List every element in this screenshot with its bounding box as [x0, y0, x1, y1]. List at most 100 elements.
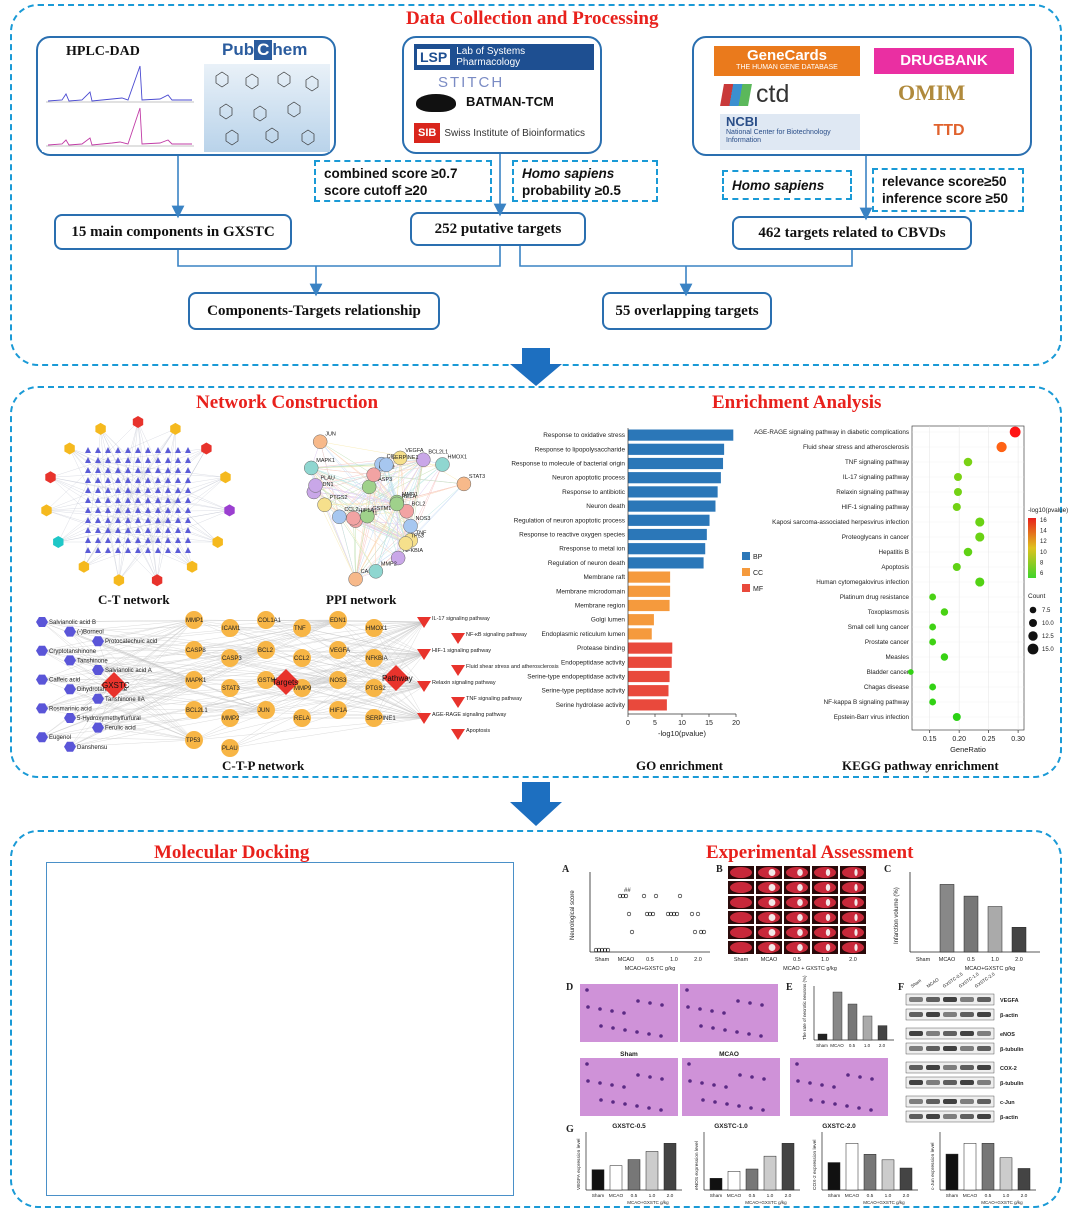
ppi-edge: [368, 486, 406, 544]
wb-band: [943, 1099, 957, 1104]
wb-band: [926, 1046, 940, 1051]
go-category-label: Neuron death: [586, 503, 625, 510]
kegg-point: [940, 653, 949, 661]
ctp-gene-label: COL1A1: [258, 618, 282, 624]
ppi-edge: [355, 459, 424, 580]
he-nucleus: [647, 1106, 651, 1110]
pubchem-c-icon: C: [254, 40, 273, 60]
go-x-label: -log10(pvalue): [658, 729, 706, 738]
ppi-edge: [320, 441, 398, 503]
ppi-edge: [311, 467, 406, 544]
ctp-gene-node: [329, 701, 347, 719]
kegg-size-tick: 10.0: [1042, 621, 1054, 627]
ct-edge: [69, 448, 132, 493]
ctp-edge: [97, 619, 195, 671]
wb-lane-label: MCAO: [926, 977, 940, 989]
ttc-slice: [814, 927, 836, 938]
ttc-slice: [842, 912, 864, 923]
he-stain-image: [580, 1058, 678, 1116]
ppi-node-label: NFKBIA: [403, 548, 423, 554]
ct-target-node: [165, 517, 171, 523]
ppi-edge: [353, 518, 356, 580]
ctp-edge: [337, 653, 425, 681]
ctp-pathway-node: [451, 697, 465, 708]
panel-b-group: 2.0: [849, 957, 857, 963]
ctp-edge: [229, 687, 425, 719]
ctp-gene-label: MMP2: [222, 716, 240, 722]
ct-compound-node: [132, 416, 144, 428]
ct-target-node: [155, 537, 161, 543]
ctp-edge: [69, 684, 115, 747]
ct-target-node: [85, 527, 91, 533]
ct-target-node: [145, 477, 151, 483]
ctp-edge: [337, 649, 425, 687]
ct-target-node: [145, 537, 151, 543]
ct-target-node: [95, 477, 101, 483]
panel-a-point: [650, 911, 656, 917]
ctp-edge: [41, 684, 115, 738]
ct-target-node: [175, 547, 181, 553]
panel-a-group: Sham: [595, 957, 610, 963]
ctp-gene-label: CCL2: [294, 656, 310, 662]
ct-edge: [97, 428, 176, 463]
ct-target-node: [85, 537, 91, 543]
wb-band: [960, 997, 974, 1002]
wb-band: [960, 1065, 974, 1070]
ttc-slice: [842, 867, 864, 878]
genecards-filter-text: Homo sapiens: [732, 177, 825, 193]
ct-edge: [141, 448, 207, 473]
ttc-slice: [730, 897, 752, 908]
ct-target-node: [95, 507, 101, 513]
panel-g-ylabel: c-Jun expression level: [930, 1143, 936, 1190]
he-nucleus: [598, 1081, 602, 1085]
ct-edge: [100, 428, 110, 533]
ppi-edge: [311, 467, 354, 519]
panel-b-letter: B: [716, 864, 723, 875]
ctp-compound-label: 5-Hydroxymethylfurfural: [77, 716, 141, 722]
panel-e-group: Sham: [816, 1043, 828, 1048]
ctp-compound-node: [36, 703, 48, 714]
panel-c-group: MCAO: [939, 957, 956, 963]
ct-target-node: [95, 537, 101, 543]
network-title: Network Construction: [196, 392, 379, 413]
he-nucleus: [749, 1106, 753, 1110]
wb-band: [909, 1031, 923, 1036]
hplc-label: HPLC-DAD: [66, 44, 140, 59]
ttc-slice: [786, 912, 808, 923]
ctp-gene-label: CASP3: [222, 656, 242, 662]
kegg-point: [975, 517, 985, 527]
ct-target-node: [155, 547, 161, 553]
ctp-edge: [69, 619, 195, 661]
ctp-pathway-node: [451, 665, 465, 676]
ct-compound-node: [224, 504, 235, 517]
go-category-label: Response to lipopolysaccharide: [535, 446, 626, 453]
ctp-compound-label: Cryptotanshinone: [49, 649, 97, 655]
kegg-category-label: HIF-1 signaling pathway: [841, 504, 909, 511]
ctp-compound-label: Danshensu: [77, 745, 107, 751]
ctp-edge: [41, 650, 115, 686]
he-nucleus: [700, 1081, 704, 1085]
ttc-slice: [814, 912, 836, 923]
ppi-node: [392, 450, 408, 466]
ctp-gene-label: BCL2: [258, 648, 274, 654]
he-stain-image: [682, 1058, 780, 1116]
ct-edge: [141, 471, 226, 478]
he-nucleus: [724, 1085, 728, 1089]
he-nucleus: [737, 1104, 741, 1108]
ctp-edge: [193, 621, 425, 681]
ctp-edge: [41, 684, 115, 709]
ct-edge: [58, 521, 165, 543]
go-tick-label: 15: [705, 720, 713, 727]
ct-target-node: [175, 527, 181, 533]
ctp-edge: [337, 621, 425, 651]
ctp-pathway-node: [417, 713, 431, 724]
panel-a-point: [629, 929, 635, 935]
ctp-compound-label: Protocatechuic acid: [105, 639, 157, 645]
ct-target-node: [85, 517, 91, 523]
ct-edge: [119, 511, 158, 581]
kegg-size-tick: 12.5: [1042, 634, 1054, 640]
ct-edge: [58, 471, 143, 543]
panel-c-ylabel: Infarction volume (%): [894, 887, 900, 944]
ctp-gene-label: JUN: [258, 708, 270, 714]
ppi-node-label: CASP3: [374, 477, 392, 483]
